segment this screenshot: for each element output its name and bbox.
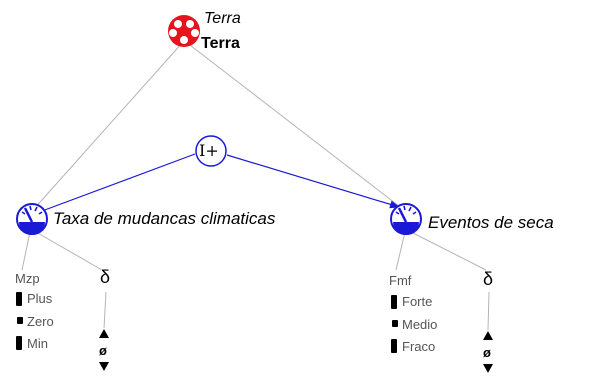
quantity-1-name: Taxa de mudancas climaticas [53,209,276,228]
influence-arrow-out [226,154,400,209]
quantity-2-gauge-icon[interactable] [390,203,422,235]
qs-2-value-point-marker [392,320,398,327]
quantity-1-value-1[interactable]: Zero [27,314,54,329]
derivative-1-stem [103,291,107,329]
quantity-2-value-0[interactable]: Forte [402,294,433,309]
quantity-2-value-1[interactable]: Medio [402,317,438,332]
entity-to-quantity-2-connector [185,41,405,211]
quantity-2-derivative-symbol[interactable]: δ [483,269,494,289]
derivative-1-down-arrow-icon [99,362,109,371]
quantity-1-value-0[interactable]: Plus [27,291,53,306]
derivative-2-up-arrow-icon [483,331,493,340]
qs-2-value-interval-marker [391,295,397,309]
qs-2-value-interval-marker [391,339,397,353]
quantity-1-to-qs-connector [21,231,31,271]
derivative-2-stem [487,291,490,331]
quantity-2-name: Eventos de seca [428,213,554,232]
derivative-1-up-arrow-icon [99,329,109,338]
quantity-1-derivative-symbol[interactable]: δ [100,267,111,287]
entity-flower-icon[interactable] [168,15,200,47]
quantity-2-space-name: Fmf [389,273,412,288]
qs-1-value-interval-marker [16,292,22,306]
entity-subtitle: Terra [201,35,240,52]
quantity-2-to-derivative-connector [410,231,487,271]
entity-title: Terra [204,10,241,27]
quantity-1-value-2[interactable]: Min [27,336,48,351]
qs-1-value-point-marker [17,317,23,324]
quantity-2-derivative-zero[interactable]: ø [483,345,491,360]
quantity-1-gauge-icon[interactable] [16,203,48,235]
influence-label: I+ [199,141,219,160]
influence-line-in [41,153,196,212]
quantity-1-derivative-zero[interactable]: ø [99,343,107,358]
derivative-2-down-arrow-icon [483,364,493,373]
quantity-2-value-2[interactable]: Fraco [402,339,436,354]
qs-1-value-interval-marker [16,336,22,350]
quantity-2-to-qs-connector [395,231,406,271]
influence-node[interactable] [195,135,227,167]
entity-to-quantity-1-connector [32,41,184,211]
quantity-1-space-name: Mzp [15,271,40,286]
quantity-1-to-derivative-connector [35,231,103,271]
